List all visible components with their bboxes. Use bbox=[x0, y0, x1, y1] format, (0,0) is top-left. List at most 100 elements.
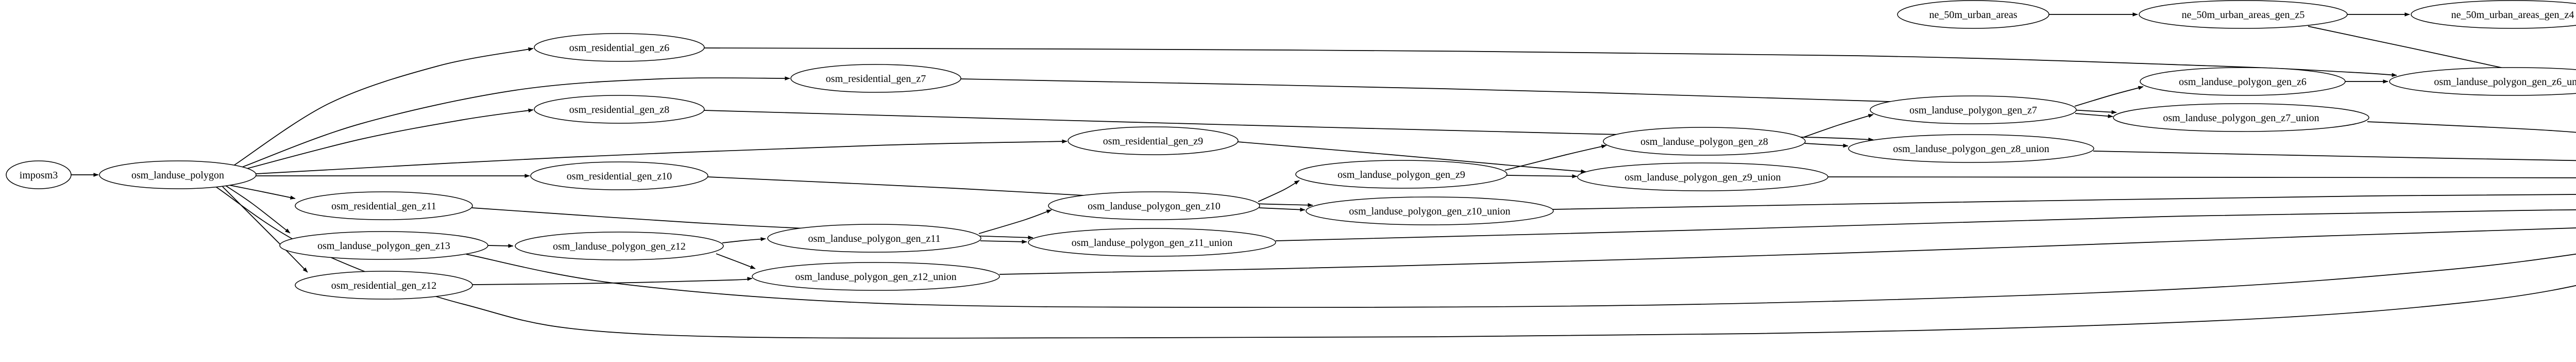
edge-osm_landuse_polygon_gen_z8-to-osm_landuse_polygon_gen_z7 bbox=[1803, 113, 1874, 138]
edge-osm_landuse_polygon_gen_z9-to-osm_landuse_polygon_gen_z8 bbox=[1504, 144, 1607, 171]
osm_residential_gen_z10-label: osm_residential_gen_z10 bbox=[567, 171, 672, 182]
osm_landuse_polygon_gen_z6-label: osm_landuse_polygon_gen_z6 bbox=[2179, 76, 2307, 88]
osm_landuse_polygon_gen_z11-label: osm_landuse_polygon_gen_z11 bbox=[808, 233, 940, 244]
ne_50m_urban_areas_gen_z4-label: ne_50m_urban_areas_gen_z4 bbox=[2451, 9, 2574, 21]
osm_residential_gen_z12-label: osm_residential_gen_z12 bbox=[331, 280, 436, 291]
node-osm_residential_gen_z9: osm_residential_gen_z9 bbox=[1067, 126, 1239, 155]
osm_landuse_polygon_gen_z6_union-ellipse bbox=[2389, 67, 2576, 96]
osm_landuse_polygon_gen_z6_union-label: osm_landuse_polygon_gen_z6_union bbox=[2434, 76, 2576, 88]
osm_landuse_polygon_gen_z7_union-ellipse bbox=[2113, 103, 2369, 132]
imposm3-ellipse bbox=[6, 160, 72, 189]
edge-osm_landuse_polygon-to-osm_residential_gen_z11 bbox=[226, 184, 296, 200]
node-osm_residential_gen_z10: osm_residential_gen_z10 bbox=[530, 161, 708, 190]
edge-osm_landuse_polygon_gen_z12_union-to-layer_landuse-z12 bbox=[999, 227, 2576, 275]
node-osm_landuse_polygon_gen_z8_union: osm_landuse_polygon_gen_z8_union bbox=[1848, 134, 2094, 163]
osm_residential_gen_z6-ellipse bbox=[534, 33, 705, 62]
edge-osm_landuse_polygon_gen_z8_union-to-layer_landuse-z8 bbox=[2093, 151, 2576, 161]
osm_landuse_polygon_gen_z12-ellipse bbox=[515, 232, 724, 260]
node-osm_landuse_polygon_gen_z6_union: osm_landuse_polygon_gen_z6_union bbox=[2389, 67, 2576, 96]
edge-osm_landuse_polygon_gen_z10-to-osm_landuse_polygon_gen_z10_union bbox=[1259, 207, 1306, 212]
osm_residential_gen_z8-ellipse bbox=[534, 95, 705, 124]
osm_landuse_polygon_gen_z12_union-label: osm_landuse_polygon_gen_z12_union bbox=[795, 271, 956, 283]
node-osm_landuse_polygon_gen_z9_union: osm_landuse_polygon_gen_z9_union bbox=[1577, 162, 1828, 191]
node-osm_landuse_polygon_gen_z8: osm_landuse_polygon_gen_z8 bbox=[1603, 127, 1806, 156]
edge-osm_landuse_polygon_gen_z11-to-osm_landuse_polygon_gen_z10 bbox=[978, 209, 1052, 234]
osm_landuse_polygon_gen_z8_union-ellipse bbox=[1848, 134, 2094, 163]
osm_landuse_polygon_gen_z10_union-label: osm_landuse_polygon_gen_z10_union bbox=[1349, 206, 1510, 217]
osm_residential_gen_z9-label: osm_residential_gen_z9 bbox=[1103, 136, 1203, 147]
osm_landuse_polygon_gen_z11_union-ellipse bbox=[1028, 228, 1276, 257]
edge-osm_landuse_polygon_gen_z7_union-to-layer_landuse-z7 bbox=[2367, 121, 2576, 133]
node-osm_residential_gen_z11: osm_residential_gen_z11 bbox=[295, 191, 473, 220]
node-osm_landuse_polygon: osm_landuse_polygon bbox=[99, 160, 257, 189]
osm_landuse_polygon_gen_z12-label: osm_landuse_polygon_gen_z12 bbox=[553, 241, 686, 252]
ne_50m_urban_areas_gen_z5-label: ne_50m_urban_areas_gen_z5 bbox=[2182, 9, 2305, 21]
edge-osm_landuse_polygon_gen_z9_union-to-layer_landuse-z9 bbox=[1827, 176, 2576, 178]
node-osm_residential_gen_z12: osm_residential_gen_z12 bbox=[295, 271, 473, 300]
osm_landuse_polygon-ellipse bbox=[99, 160, 257, 189]
node-osm_landuse_polygon_gen_z11_union: osm_landuse_polygon_gen_z11_union bbox=[1028, 228, 1276, 257]
osm_landuse_polygon_gen_z9-label: osm_landuse_polygon_gen_z9 bbox=[1337, 169, 1465, 180]
edge-osm_landuse_polygon-to-osm_residential_gen_z7 bbox=[242, 76, 790, 168]
osm_landuse_polygon_gen_z13-ellipse bbox=[279, 231, 488, 260]
edge-osm_landuse_polygon_gen_z10_union-to-layer_landuse-z10 bbox=[1552, 193, 2576, 210]
osm_residential_gen_z7-label: osm_residential_gen_z7 bbox=[826, 73, 926, 85]
osm_landuse_polygon_gen_z8-label: osm_landuse_polygon_gen_z8 bbox=[1640, 136, 1768, 147]
edge-osm_landuse_polygon_gen_z11_union-to-layer_landuse-z11 bbox=[1275, 209, 2576, 241]
osm_landuse_polygon-label: osm_landuse_polygon bbox=[131, 170, 224, 181]
nodes-layer: imposm3 osm_landuse_polygon osm_residentia… bbox=[6, 0, 2576, 300]
node-ne_50m_urban_areas_gen_z4: ne_50m_urban_areas_gen_z4 bbox=[2411, 0, 2576, 29]
node-osm_landuse_polygon_gen_z6: osm_landuse_polygon_gen_z6 bbox=[2140, 67, 2346, 96]
osm_landuse_polygon_gen_z12_union-ellipse bbox=[752, 262, 1000, 291]
edge-osm_landuse_polygon-to-layer_landuse-z14+ bbox=[216, 187, 2576, 339]
node-osm_landuse_polygon_gen_z11: osm_landuse_polygon_gen_z11 bbox=[767, 224, 981, 253]
osm_landuse_polygon_gen_z8_union-label: osm_landuse_polygon_gen_z8_union bbox=[1893, 143, 2049, 155]
node-osm_residential_gen_z6: osm_residential_gen_z6 bbox=[534, 33, 705, 62]
osm_landuse_polygon_gen_z9_union-ellipse bbox=[1577, 162, 1828, 191]
osm_landuse_polygon_gen_z7-ellipse bbox=[1870, 95, 2077, 124]
edge-osm_landuse_polygon-to-osm_landuse_polygon_gen_z13 bbox=[225, 185, 291, 234]
ne_50m_urban_areas-ellipse bbox=[1897, 0, 2049, 29]
osm_residential_gen_z12-ellipse bbox=[295, 271, 473, 300]
osm_landuse_polygon_gen_z7-label: osm_landuse_polygon_gen_z7 bbox=[1909, 105, 2037, 116]
osm_landuse_polygon_gen_z11-ellipse bbox=[767, 224, 981, 253]
node-osm_residential_gen_z7: osm_residential_gen_z7 bbox=[790, 64, 961, 93]
osm_landuse_polygon_gen_z8-ellipse bbox=[1603, 127, 1806, 156]
node-osm_landuse_polygon_gen_z10: osm_landuse_polygon_gen_z10 bbox=[1048, 191, 1260, 220]
osm_landuse_polygon_gen_z13-label: osm_landuse_polygon_gen_z13 bbox=[317, 240, 450, 252]
osm_landuse_polygon_gen_z10-ellipse bbox=[1048, 191, 1260, 220]
node-osm_landuse_polygon_gen_z10_union: osm_landuse_polygon_gen_z10_union bbox=[1306, 196, 1554, 225]
osm_landuse_polygon_gen_z10_union-ellipse bbox=[1306, 196, 1554, 225]
osm_landuse_polygon_gen_z11_union-label: osm_landuse_polygon_gen_z11_union bbox=[1072, 237, 1233, 249]
node-osm_landuse_polygon_gen_z7_union: osm_landuse_polygon_gen_z7_union bbox=[2113, 103, 2369, 132]
node-osm_residential_gen_z8: osm_residential_gen_z8 bbox=[534, 95, 705, 124]
edge-osm_landuse_polygon_gen_z9-to-osm_landuse_polygon_gen_z9_union bbox=[1506, 174, 1578, 178]
osm_landuse_polygon_gen_z9-ellipse bbox=[1295, 160, 1507, 189]
edge-osm_landuse_polygon_gen_z7-to-osm_landuse_polygon_gen_z6 bbox=[2074, 86, 2144, 107]
edge-osm_landuse_polygon_gen_z7-to-osm_landuse_polygon_gen_z7_union bbox=[2075, 113, 2113, 119]
osm_landuse_polygon_gen_z6-ellipse bbox=[2140, 67, 2346, 96]
node-osm_landuse_polygon_gen_z12_union: osm_landuse_polygon_gen_z12_union bbox=[752, 262, 1000, 291]
node-ne_50m_urban_areas: ne_50m_urban_areas bbox=[1897, 0, 2049, 29]
ne_50m_urban_areas_gen_z4-ellipse bbox=[2411, 0, 2576, 29]
edge-osm_landuse_polygon_gen_z12-to-osm_landuse_polygon_gen_z12_union bbox=[716, 253, 756, 269]
edge-osm_landuse_polygon_gen_z8-to-osm_landuse_polygon_gen_z8_union bbox=[1804, 143, 1849, 148]
osm_residential_gen_z6-label: osm_residential_gen_z6 bbox=[569, 42, 669, 54]
edge-osm_landuse_polygon-to-osm_residential_gen_z12 bbox=[222, 186, 308, 273]
osm_landuse_polygon_gen_z10-label: osm_landuse_polygon_gen_z10 bbox=[1088, 201, 1221, 212]
edge-osm_landuse_polygon-to-osm_residential_gen_z6 bbox=[234, 47, 534, 166]
osm_residential_gen_z11-ellipse bbox=[295, 191, 473, 220]
edge-osm_landuse_polygon_gen_z13-to-layer_landuse-z13 bbox=[466, 253, 2576, 308]
edge-osm_residential_gen_z12-to-osm_landuse_polygon_gen_z12_union bbox=[472, 276, 753, 285]
node-ne_50m_urban_areas_gen_z5: ne_50m_urban_areas_gen_z5 bbox=[2139, 0, 2348, 29]
osm_landuse_polygon_gen_z7_union-label: osm_landuse_polygon_gen_z7_union bbox=[2163, 112, 2319, 124]
node-imposm3: imposm3 bbox=[6, 160, 72, 189]
edge-osm_landuse_polygon_gen_z11-to-osm_landuse_polygon_gen_z11_union bbox=[980, 239, 1027, 244]
osm_residential_gen_z9-ellipse bbox=[1067, 126, 1239, 155]
edge-osm_landuse_polygon_gen_z10-to-osm_landuse_polygon_gen_z9 bbox=[1258, 180, 1300, 202]
ne_50m_urban_areas-label: ne_50m_urban_areas bbox=[1929, 9, 2017, 21]
node-osm_landuse_polygon_gen_z13: osm_landuse_polygon_gen_z13 bbox=[279, 231, 488, 260]
edge-osm_residential_gen_z6-to-osm_landuse_polygon_gen_z6_union bbox=[703, 47, 2397, 77]
node-osm_landuse_polygon_gen_z12: osm_landuse_polygon_gen_z12 bbox=[515, 232, 724, 260]
